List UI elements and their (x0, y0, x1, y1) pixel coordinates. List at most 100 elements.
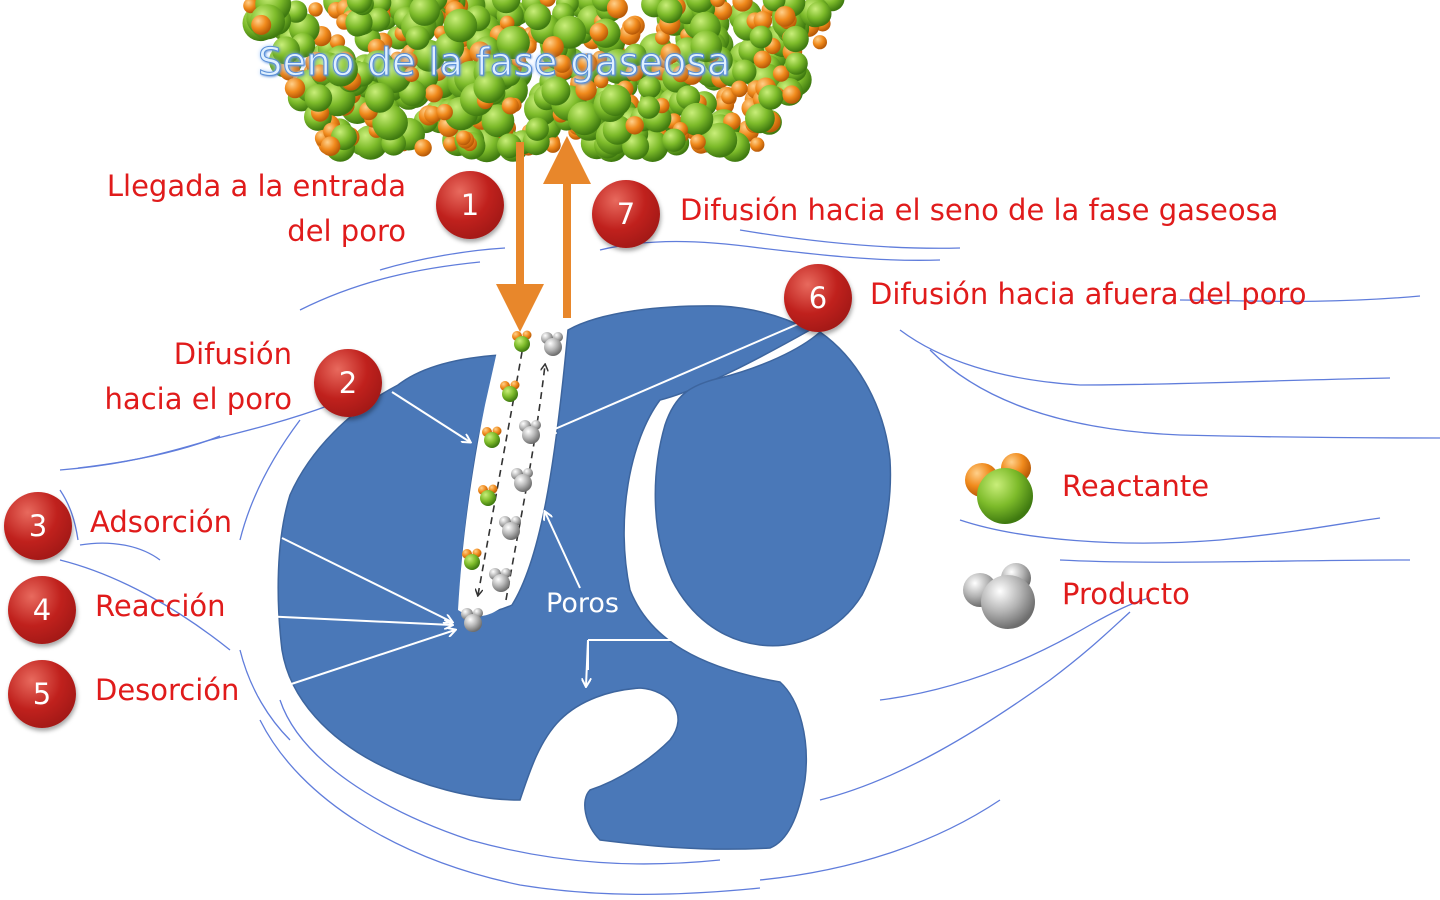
gas-molecule-orange (424, 84, 443, 103)
pore-reactant-molecule (500, 380, 520, 402)
gas-molecule-green (405, 25, 430, 50)
step-4-label: Reacción (95, 589, 226, 623)
gas-molecule-green (686, 0, 714, 13)
gas-molecule-orange (625, 116, 644, 135)
gas-molecule-green (491, 0, 521, 14)
pore-product-molecule (511, 468, 533, 492)
gas-molecule-orange (623, 17, 641, 35)
step-2-label-line1: Difusión (173, 337, 292, 371)
gas-molecule-orange (400, 52, 418, 70)
gas-molecule-green (409, 0, 440, 26)
pore-product-molecule (499, 516, 521, 540)
gas-molecule-green (372, 104, 408, 141)
gas-molecule-orange (589, 22, 609, 42)
gas-molecule-orange (553, 54, 572, 73)
gas-molecule-orange (625, 63, 644, 82)
gas-molecule-orange (575, 79, 597, 101)
gas-molecule-green (749, 25, 773, 49)
gas-molecule-orange (577, 53, 598, 74)
pore-reactant-molecule (482, 426, 502, 448)
gas-phase-bulk-title: Seno de la fase gaseosa (258, 40, 731, 85)
gas-molecule-green (806, 1, 832, 27)
gas-molecule-green (599, 84, 632, 117)
gas-molecule-green (758, 84, 784, 110)
step-1-badge: 1 (436, 171, 504, 239)
step-6-label: Difusión hacia afuera del poro (870, 277, 1307, 311)
gas-molecule-green (637, 96, 660, 119)
annotation-arrows (239, 317, 813, 696)
gas-molecule-green (272, 36, 300, 65)
gas-molecule-green (680, 102, 714, 136)
step-1-label-line2: del poro (287, 213, 406, 248)
gas-molecule-orange (690, 134, 706, 150)
catalyst-particle (277, 305, 892, 850)
gas-molecule-green (473, 71, 506, 104)
gas-molecule-orange (660, 43, 681, 64)
gas-molecule-orange (443, 136, 459, 152)
gas-molecule-green (443, 8, 478, 43)
gas-molecule-orange (308, 2, 323, 17)
gas-molecule-orange (753, 10, 773, 30)
gas-molecule-green (525, 117, 549, 141)
flow-lines (59, 229, 1440, 896)
pore-product-molecule (519, 420, 541, 444)
pore-molecules (461, 330, 563, 632)
pore-product-molecule (489, 568, 511, 592)
gas-molecule-orange (251, 14, 272, 35)
gas-molecule-orange (782, 85, 801, 104)
gas-molecule-green (366, 7, 391, 32)
reactant-molecule-icon (965, 453, 1033, 524)
step-5-label: Desorción (95, 673, 240, 707)
gas-molecule-green (324, 52, 358, 87)
gas-molecule-orange (731, 80, 748, 98)
gas-molecule-green (496, 25, 530, 60)
step-4-badge: 4 (8, 576, 76, 644)
gas-molecule-green (345, 8, 373, 36)
pore-reactant-molecule (512, 330, 532, 352)
step-6-badge: 6 (784, 264, 852, 332)
gas-molecule-orange (732, 0, 753, 12)
step-2-badge: 2 (314, 349, 382, 417)
legend-reactant-label: Reactante (1062, 469, 1210, 503)
gas-molecule-green (624, 43, 647, 67)
gas-molecule-green (364, 82, 395, 113)
gas-molecule-green (785, 52, 808, 75)
gas-molecule-orange (672, 65, 689, 83)
step-5-badge: 5 (8, 660, 76, 728)
gas-phase-bulk (242, 0, 845, 163)
gas-molecule-orange (750, 137, 765, 152)
gas-molecule-green (732, 59, 757, 84)
gas-molecule-green (304, 84, 333, 112)
catalyst-right-lobe (654, 331, 892, 647)
gas-molecule-orange (501, 97, 519, 115)
step-1-label: Llegada a la entrada del poro (80, 164, 406, 254)
gas-molecule-green (637, 75, 661, 99)
pores-label: Poros (546, 588, 619, 619)
gas-molecule-orange (774, 6, 796, 27)
pore-product-molecule (461, 608, 483, 632)
step-2-label-line2: hacia el poro (104, 381, 292, 416)
gas-molecule-orange (284, 77, 306, 99)
step-2-label: Difusión hacia el poro (80, 332, 292, 422)
pore-reactant-molecule (462, 548, 482, 570)
step-7-label: Difusión hacia el seno de la fase gaseos… (680, 193, 1279, 227)
gas-molecule-green (567, 101, 602, 136)
gas-molecule-green (497, 133, 522, 159)
pore-diffusion-paths (478, 351, 545, 601)
gas-molecule-green (657, 0, 683, 24)
gas-molecule-green (541, 76, 571, 106)
gas-molecule-green (782, 25, 809, 53)
step-1-label-line1: Llegada a la entrada (106, 169, 406, 203)
gas-molecule-orange (414, 139, 432, 157)
gas-molecule-orange (594, 73, 609, 89)
step-3-label: Adsorción (90, 505, 232, 539)
gas-molecule-orange (404, 67, 419, 82)
gas-molecule-orange (772, 65, 790, 82)
gas-molecule-green (690, 30, 723, 63)
gas-molecule-green (622, 132, 650, 160)
gas-molecule-green (602, 115, 633, 145)
gas-molecule-green (662, 128, 686, 152)
gas-molecule-green (346, 0, 372, 14)
mass-transfer-arrows (496, 136, 591, 332)
